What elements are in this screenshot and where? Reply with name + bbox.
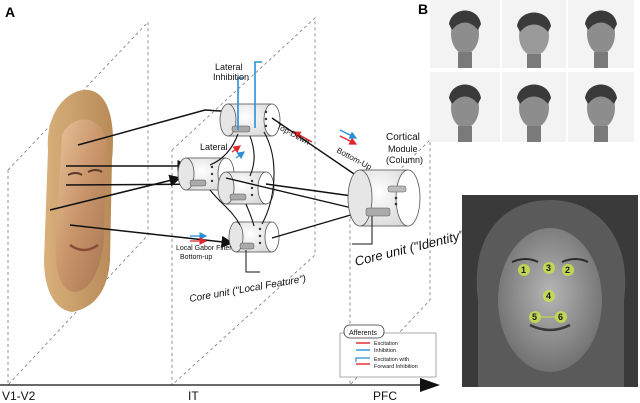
pfc-pointer-lines <box>245 216 373 273</box>
top-down-arrows <box>292 129 358 145</box>
face-thumbnail <box>430 0 500 68</box>
lateral-connections <box>209 131 275 227</box>
input-connections <box>49 105 237 248</box>
axis-label-pfc: PFC <box>373 389 397 403</box>
label-gabor: Local Gabor Filter Bottom-up <box>176 245 232 261</box>
svg-text:Cortical: Cortical <box>386 132 420 143</box>
landmark-label: 6 <box>558 312 563 322</box>
pfc-identity-unit <box>347 169 421 227</box>
top-down-connection <box>225 117 361 239</box>
plane-v1 <box>7 20 149 387</box>
axis-label-v1: V1-V2 <box>2 389 36 403</box>
label-top-down: Top-Down <box>275 122 311 147</box>
label-lateral-inhibition: Lateral Inhibition <box>213 62 249 82</box>
face-thumbnail <box>502 0 566 68</box>
plane-it <box>171 17 316 386</box>
face-thumbnail <box>568 0 634 68</box>
face-thumbnail <box>430 72 500 142</box>
it-unit-middle <box>217 171 275 205</box>
landmark-label: 2 <box>565 265 570 275</box>
face-thumbnail <box>502 72 566 142</box>
legend-title: Afferents <box>349 330 377 337</box>
face-thumbnail <box>568 72 634 142</box>
label-core-identity: Core unit ("Identity") <box>353 226 469 269</box>
input-face-image <box>44 89 113 312</box>
svg-text:Bottom-up: Bottom-up <box>180 254 212 261</box>
landmark-label: 3 <box>546 263 551 273</box>
label-cortical-module: Cortical Module (Column) <box>386 132 423 165</box>
landmark-points: 1 3 2 4 5 6 <box>518 262 574 323</box>
gabor-arrows <box>190 232 208 245</box>
face-thumbnails-grid <box>430 0 634 142</box>
axis-label-it: IT <box>188 389 199 403</box>
legend-excitation: Excitation <box>374 341 398 347</box>
panel-letter-a: A <box>5 4 15 20</box>
svg-text:(Column): (Column) <box>386 155 423 165</box>
svg-text:Local Gabor Filter: Local Gabor Filter <box>176 245 232 252</box>
lateral-excitation-arrows <box>231 145 246 160</box>
label-bottom-up: Bottom-Up <box>335 146 373 172</box>
it-unit-bottom <box>228 221 280 253</box>
panel-letter-b: B <box>418 1 428 17</box>
legend-excitation-forward: Excitation with <box>374 357 409 363</box>
label-core-local: Core unit ("Local Feature") <box>189 274 307 305</box>
svg-text:Module: Module <box>388 144 418 154</box>
svg-text:Lateral: Lateral <box>215 62 243 72</box>
legend-inhibition: Inhibition <box>374 348 396 354</box>
legend-excitation-forward-2: Forward Inhibition <box>374 364 418 370</box>
lateral-inhibition-lines <box>237 61 262 130</box>
label-lateral: Lateral <box>200 142 228 152</box>
landmark-label: 1 <box>521 265 526 275</box>
landmark-label: 4 <box>546 291 551 301</box>
landmark-label: 5 <box>532 312 537 322</box>
legend: Afferents Excitation Inhibition Excitati… <box>339 324 437 378</box>
cortical-axis: V1-V2 IT PFC <box>0 378 440 403</box>
it-unit-top <box>219 103 281 137</box>
svg-text:Inhibition: Inhibition <box>213 72 249 82</box>
